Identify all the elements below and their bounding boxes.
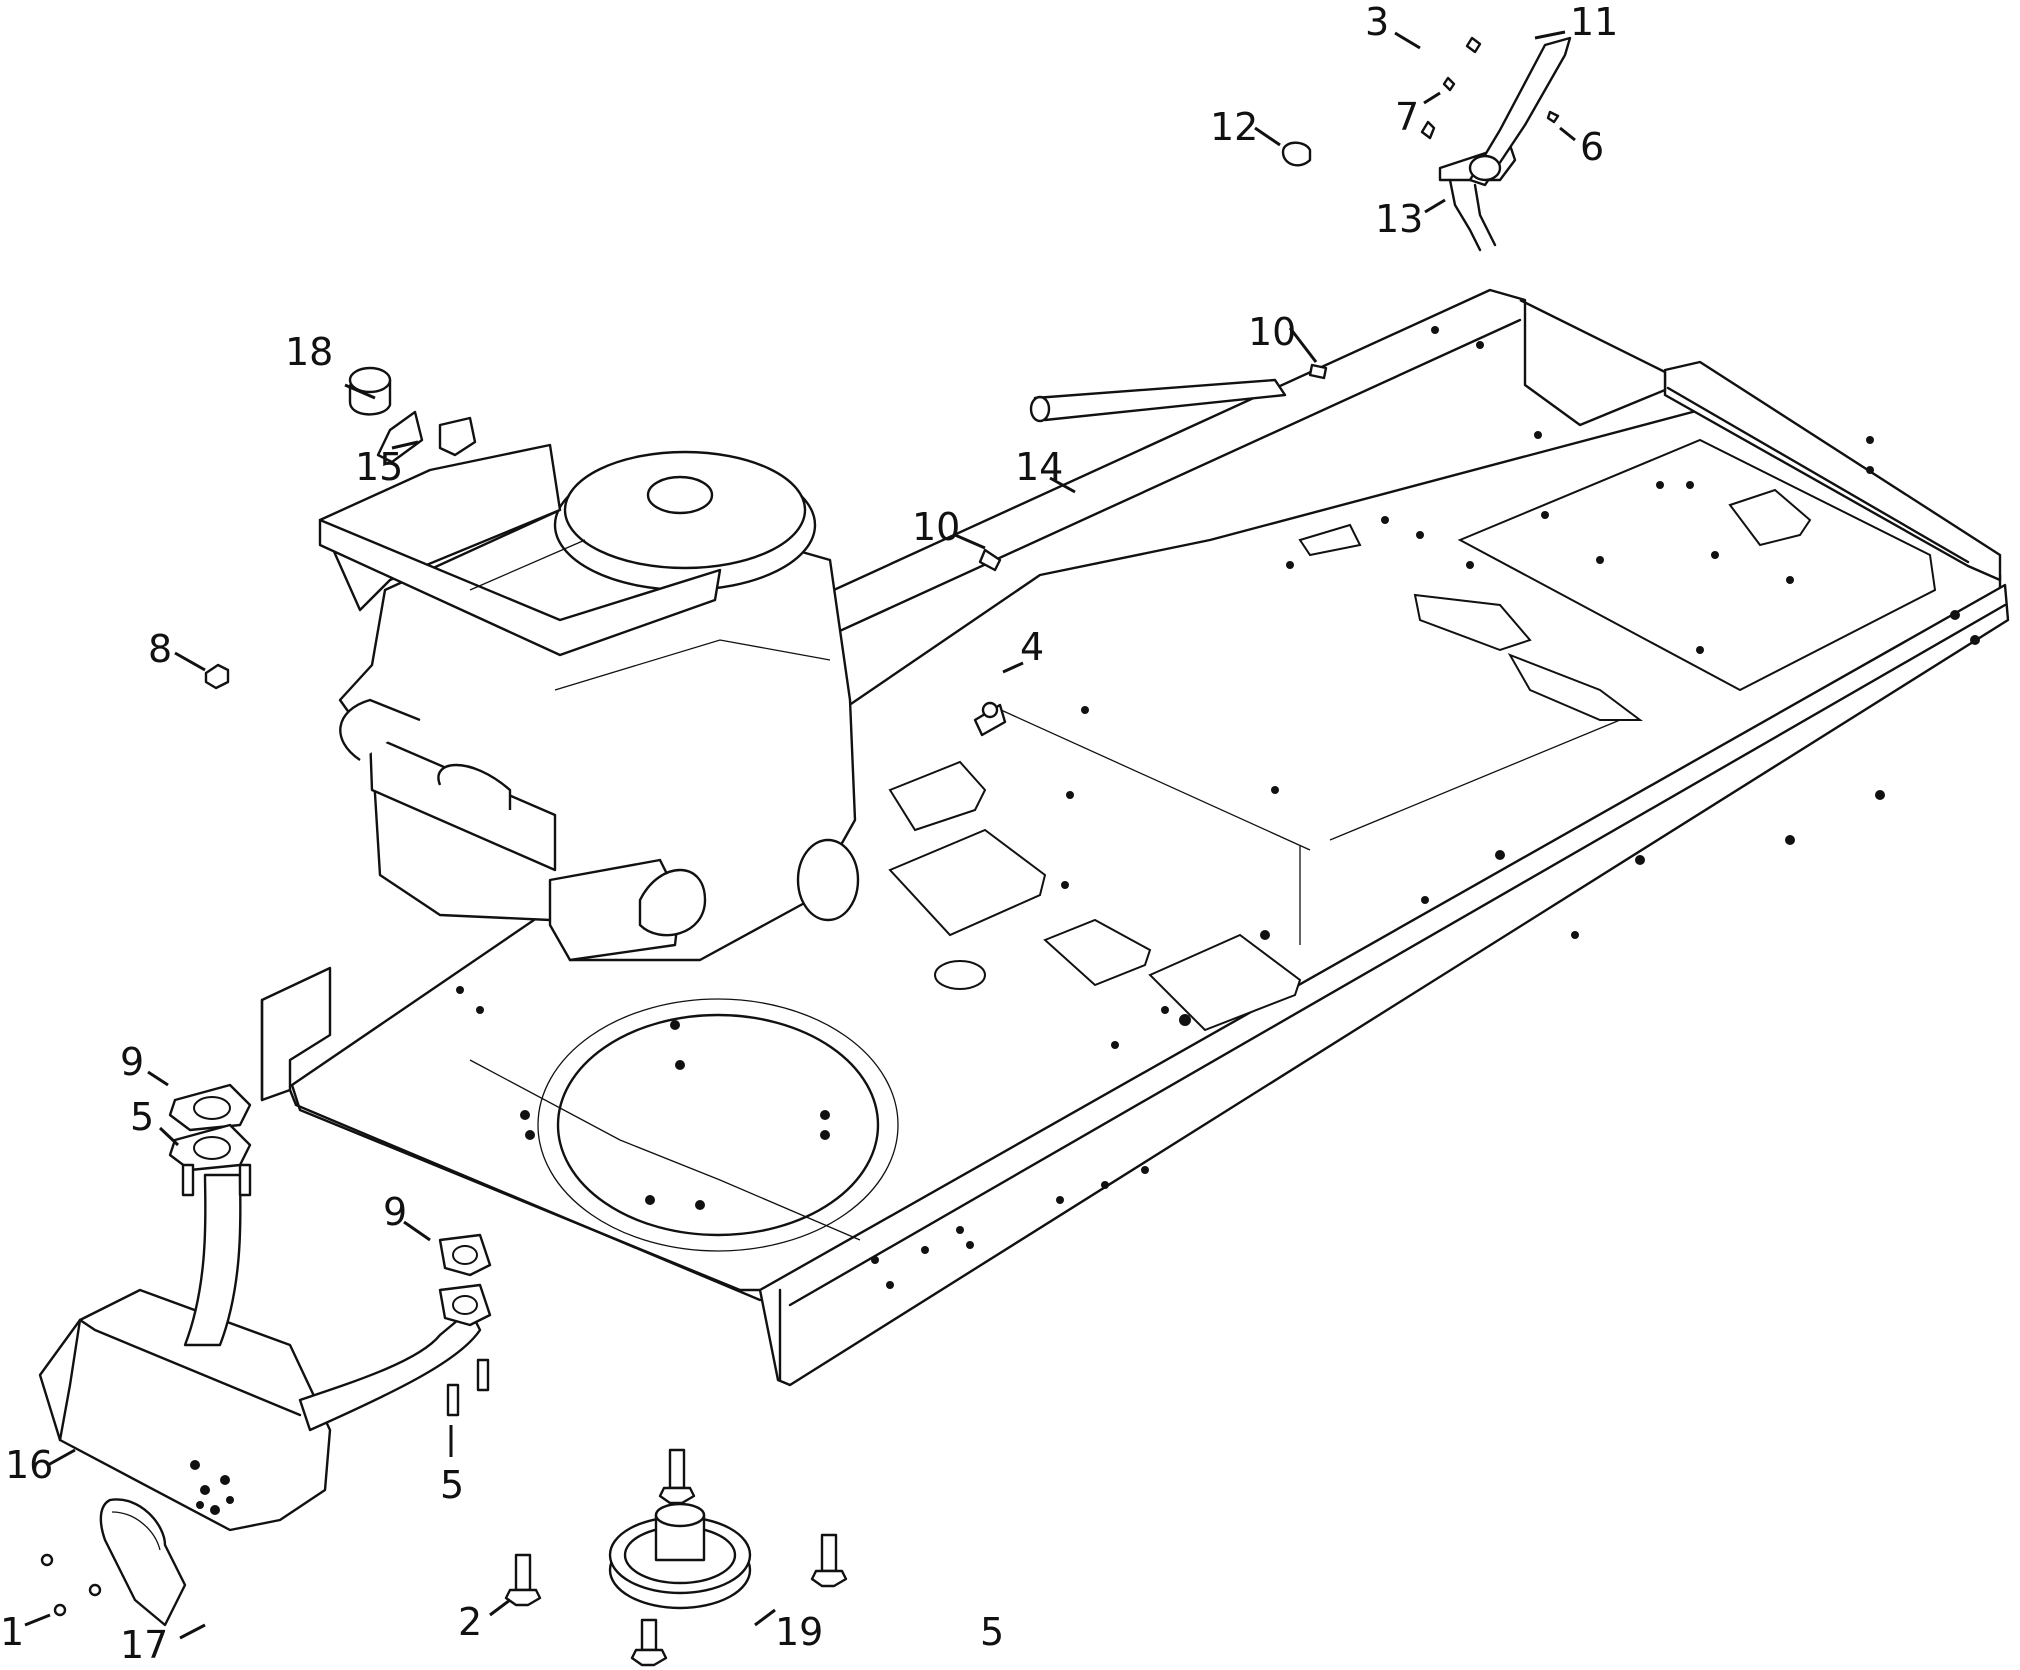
leader-lines (24, 30, 1576, 1640)
callout-3: 3 (1365, 0, 1389, 44)
callout-19: 19 (775, 1610, 823, 1654)
callout-14: 14 (1015, 445, 1063, 489)
callout-2: 2 (458, 1600, 482, 1644)
muffler-assembly (38, 1083, 492, 1627)
pulley (608, 1502, 752, 1610)
callout-5: 5 (130, 1095, 154, 1139)
callout-1: 1 (0, 1610, 24, 1654)
callout-5: 5 (440, 1463, 464, 1507)
callout-11: 11 (1570, 0, 1618, 44)
callout-7: 7 (1395, 95, 1419, 139)
callout-4: 4 (1020, 625, 1044, 669)
engine (318, 443, 860, 962)
throttle-control (1281, 36, 1572, 252)
callout-9: 9 (120, 1040, 144, 1084)
callout-18: 18 (285, 330, 333, 374)
page-number: 5 (980, 1610, 1004, 1654)
callout-17: 17 (120, 1623, 168, 1667)
callout-10: 10 (1248, 310, 1296, 354)
bolts-and-hardware (204, 363, 1328, 1667)
frame-chassis (260, 288, 2010, 1387)
callout-15: 15 (355, 445, 403, 489)
callout-labels: 1 2 3 4 5 5 6 7 8 9 9 10 10 11 12 13 14 … (0, 0, 1618, 1667)
callout-8: 8 (148, 627, 172, 671)
callout-9: 9 (383, 1190, 407, 1234)
callout-16: 16 (5, 1443, 53, 1487)
callout-10: 10 (912, 505, 960, 549)
callout-12: 12 (1210, 105, 1258, 149)
callout-13: 13 (1375, 197, 1423, 241)
callout-6: 6 (1580, 125, 1604, 169)
